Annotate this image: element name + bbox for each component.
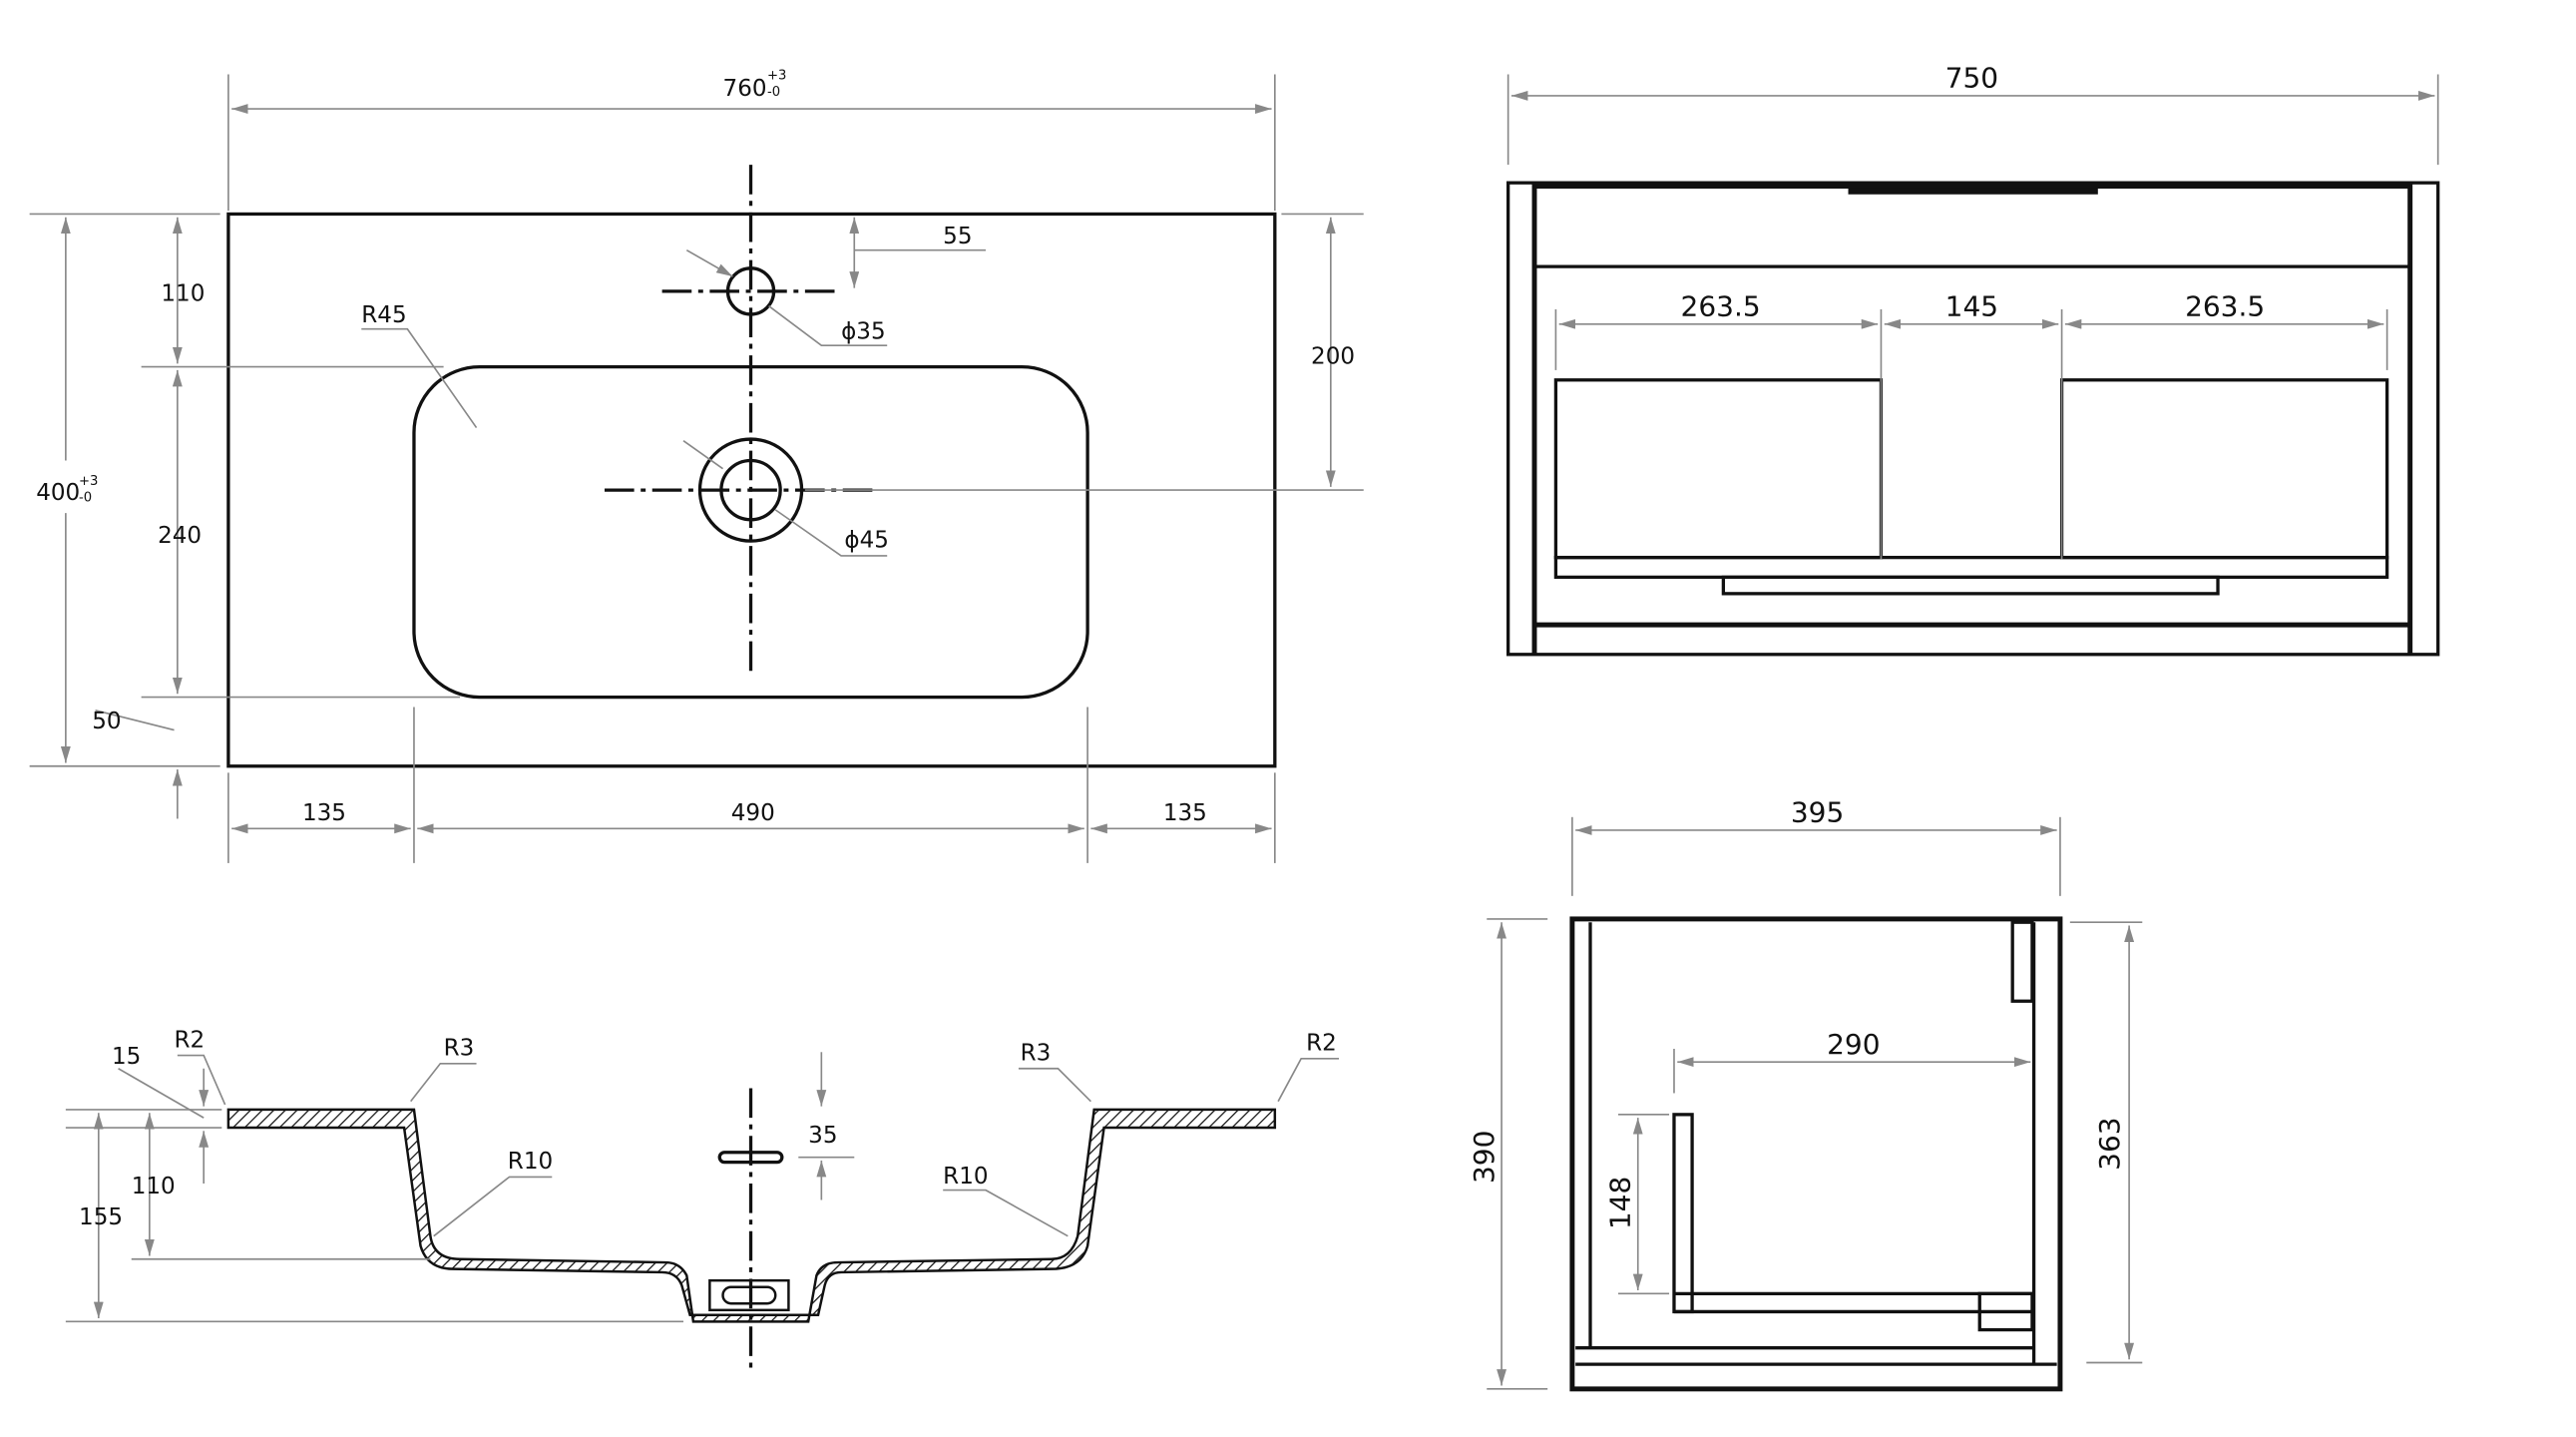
left-drawer	[1553, 378, 1884, 560]
dim-tap-offset: 55	[943, 224, 972, 249]
dim-drain-center: 200	[1311, 343, 1355, 369]
shelf	[1553, 555, 2389, 580]
dim-width-tol-minus: -0	[767, 85, 780, 100]
dim-overflow: 35	[808, 1123, 837, 1149]
label-bottom-radius-left: R10	[508, 1149, 553, 1175]
bottom-panel	[1721, 575, 2220, 596]
dim-section-depth: 110	[132, 1174, 176, 1199]
dim-depth-tol-minus: -0	[79, 491, 92, 506]
section-view: 155 110 15 R2 R3 R3 R2 35 R10 R10	[65, 1027, 1340, 1371]
front-view: 750 263.5 145 263.5	[1506, 62, 2440, 657]
sink-section	[226, 1108, 1277, 1323]
dim-side-height: 390	[1468, 1131, 1501, 1184]
dim-rim-thickness: 15	[112, 1044, 141, 1070]
dim-front-margin: 50	[92, 709, 121, 734]
dim-drawer-height: 148	[1604, 1177, 1637, 1229]
dim-depth: 400	[36, 480, 80, 506]
drawer-front	[1672, 1113, 1694, 1314]
label-drain-dia: ϕ45	[844, 528, 889, 554]
dim-depth-tol-plus: +3	[79, 474, 98, 489]
dim-right-margin: 135	[1163, 800, 1207, 826]
dim-left-drawer: 263.5	[1681, 290, 1761, 323]
label-inner-radius-right: R3	[1021, 1041, 1052, 1067]
side-view: 395 290 390 148 363	[1468, 796, 2143, 1392]
dim-right-drawer: 263.5	[2185, 290, 2265, 323]
dim-top-to-basin: 110	[161, 281, 205, 307]
cabinet-outline	[1506, 181, 2440, 657]
label-basin-radius: R45	[361, 302, 406, 328]
plan-view: 760 +3 -0 400 +3 -0 110 240 50 200 55 R4…	[29, 68, 1364, 863]
dim-side-depth: 395	[1791, 796, 1844, 829]
label-rim-radius-left: R2	[175, 1027, 206, 1053]
dim-total-height: 155	[79, 1204, 123, 1230]
label-rim-radius-right: R2	[1306, 1031, 1337, 1057]
dim-drawer-depth: 290	[1827, 1028, 1880, 1061]
dim-width-tol-plus: +3	[767, 68, 786, 83]
label-tap-hole-dia: ϕ35	[841, 319, 886, 345]
label-bottom-radius-right: R10	[943, 1164, 988, 1190]
dim-basin-width: 490	[731, 800, 775, 826]
cabinet-side-outline	[1569, 916, 2063, 1392]
dim-left-margin: 135	[302, 800, 346, 826]
right-drawer	[2059, 378, 2389, 560]
dim-basin-depth: 240	[158, 523, 202, 549]
dim-cabinet-width: 750	[1945, 62, 1998, 95]
label-inner-radius-left: R3	[444, 1036, 475, 1062]
dim-middle-gap: 145	[1945, 290, 1998, 323]
dim-inner-height: 363	[2093, 1117, 2126, 1170]
dim-width: 760	[723, 76, 767, 102]
